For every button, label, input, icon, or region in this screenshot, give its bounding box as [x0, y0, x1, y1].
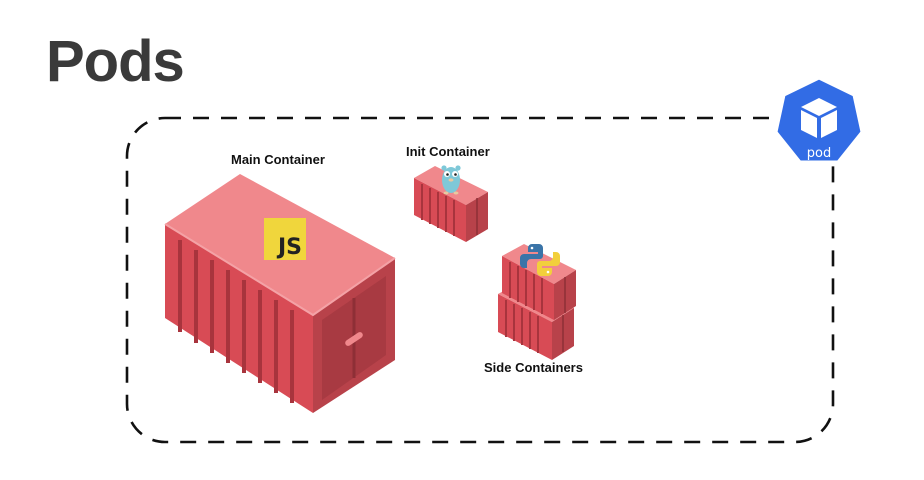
init-container-label: Init Container	[406, 144, 490, 159]
go-gopher-icon	[441, 165, 461, 195]
side-containers-label: Side Containers	[484, 360, 583, 375]
page-title: Pods	[46, 29, 185, 94]
pod-boundary	[125, 116, 835, 444]
javascript-logo-text: JS	[277, 235, 302, 260]
javascript-logo-icon	[264, 218, 306, 260]
main-container-label: Main Container	[231, 152, 325, 167]
kubernetes-pod-icon	[774, 76, 864, 164]
main-container	[164, 174, 396, 413]
pod-badge-label: pod	[806, 146, 832, 161]
python-logo-icon	[520, 244, 560, 276]
